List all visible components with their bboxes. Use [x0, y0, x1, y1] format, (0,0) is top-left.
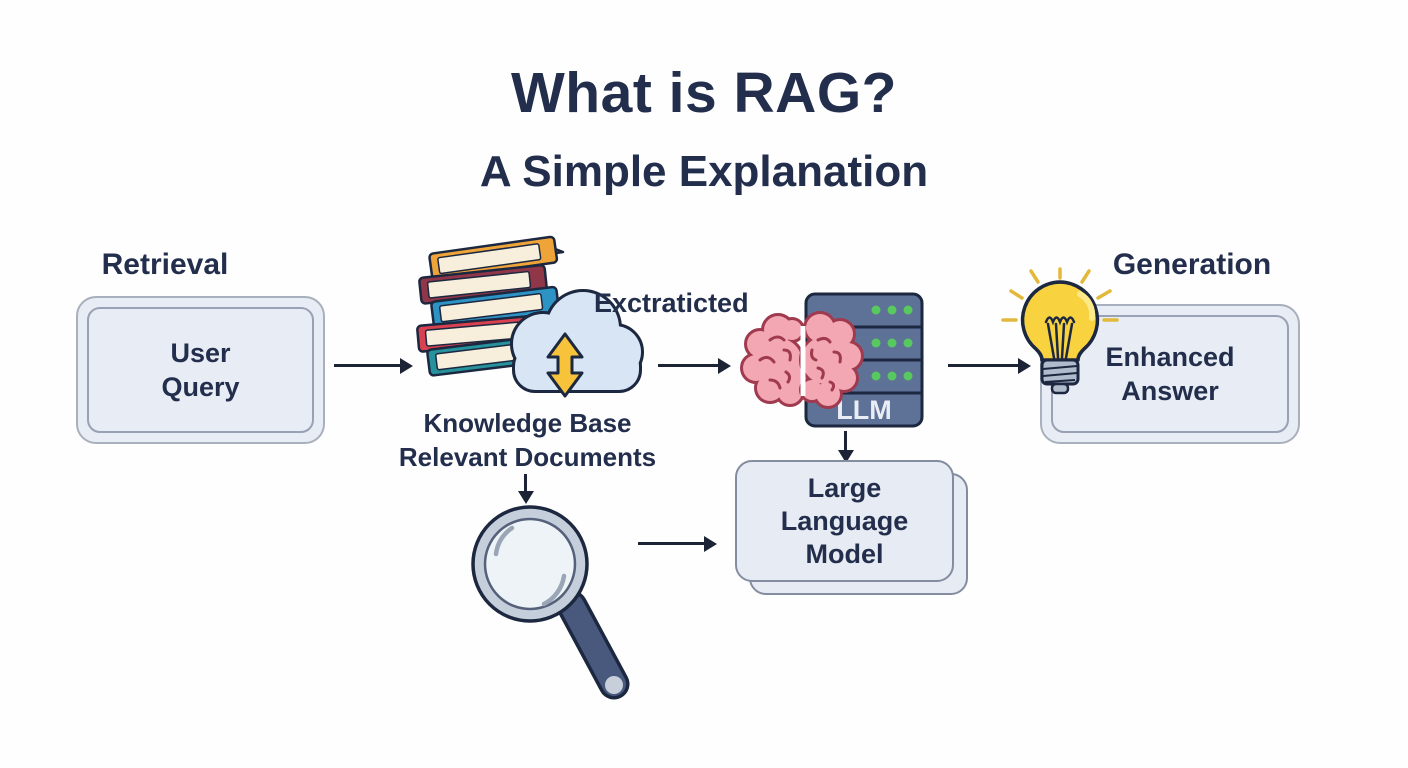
extracted-label: Exctraticted: [594, 288, 749, 318]
magnifier-handle: [556, 590, 630, 700]
large-language-model-node: Large Language Model: [735, 460, 954, 582]
page-title: What is RAG?: [511, 61, 897, 125]
large-language-model-label: Large Language Model: [780, 472, 909, 569]
enhanced-answer-label: Enhanced Answer: [1105, 342, 1235, 406]
arrow-knowledgebase-to-llm: [658, 364, 718, 367]
cloud-transfer-icon: [546, 332, 584, 398]
user-query-node: User Query: [76, 296, 325, 444]
lightbulb-rays: [1001, 267, 1119, 322]
server-status-lights: [871, 305, 913, 381]
generation-section-label: Generation: [1112, 248, 1272, 281]
lightbulb-base: [1040, 358, 1080, 395]
magnifier-icon: [471, 505, 630, 700]
knowledge-base-label: Knowledge Base Relevant Documents: [398, 408, 657, 472]
magnifier-lens: [471, 505, 589, 623]
lightbulb-icon: [1001, 267, 1119, 395]
arrow-llm-to-answer: [948, 364, 1018, 367]
lightbulb-bulb: [1020, 280, 1100, 362]
retrieval-section-label: Retrieval: [101, 248, 229, 281]
llm-processor-icon: LLM: [740, 292, 924, 428]
llm-server-label: LLM: [836, 395, 891, 425]
arrow-magnifier-to-llmbox: [638, 542, 704, 545]
knowledge-base-icon: [416, 235, 644, 398]
arrow-server-to-llmbox: [844, 431, 847, 450]
brain-icon: [740, 311, 864, 409]
arrow-query-to-knowledgebase: [334, 364, 400, 367]
arrow-documents-to-magnifier: [524, 474, 527, 491]
page-subtitle: A Simple Explanation: [479, 147, 929, 196]
user-query-label: User Query: [161, 338, 240, 402]
book-stack-icon: [416, 235, 565, 377]
